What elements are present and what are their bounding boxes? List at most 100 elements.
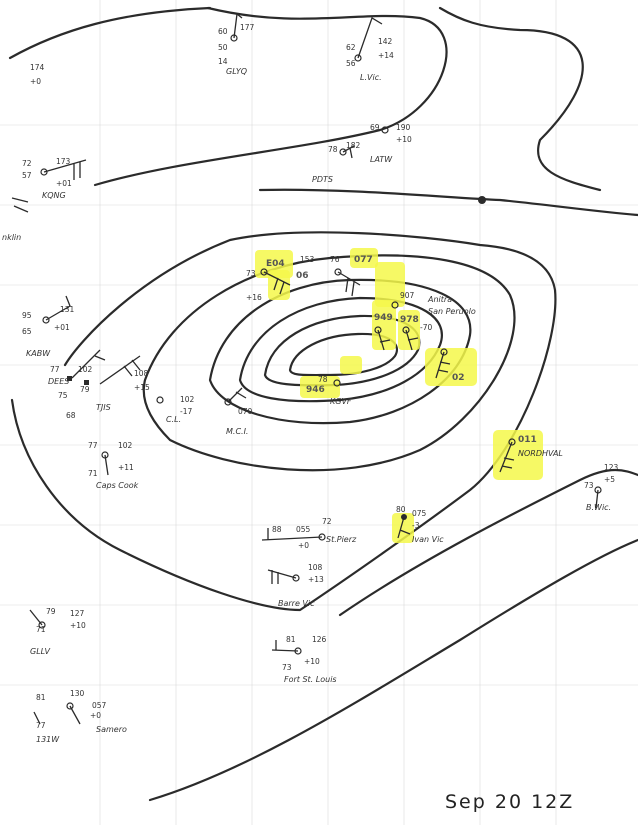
station-labels: 60 177 50 14 GLYQ 62 142 56 +14 L.Vic. 6… xyxy=(2,23,619,744)
stpierz-dew: 72 xyxy=(322,517,332,526)
station-circle-kgvf xyxy=(333,379,341,387)
isobar-bottom xyxy=(148,538,638,802)
capscook-name: Caps Cook xyxy=(96,481,139,490)
highlight-e04-tail xyxy=(268,270,290,300)
pdts-temp: 78 xyxy=(328,145,338,154)
highlight-077 xyxy=(350,248,378,268)
tjis-tend: +15 xyxy=(134,383,150,392)
station-circle-mcl xyxy=(224,398,232,406)
dees-temp: 77 xyxy=(50,365,60,374)
station-circle-latw xyxy=(381,126,389,134)
highlight-02 xyxy=(425,348,477,386)
stpierz-tend: +0 xyxy=(298,541,309,550)
samero-pressure: 130 xyxy=(70,689,85,698)
station-circle-anitra xyxy=(391,301,399,309)
isobar-dot xyxy=(478,196,486,204)
station-circle-949 xyxy=(374,326,382,334)
gllv-dew: 71 xyxy=(36,625,46,634)
ivanvic-temp: 80 xyxy=(396,505,406,514)
bvic-pressure: 108 xyxy=(308,563,323,572)
kabw-tend: +01 xyxy=(54,323,70,332)
glyq-name: GLYQ xyxy=(226,67,247,76)
capscook-dew: 71 xyxy=(88,469,98,478)
station-mark-dees xyxy=(67,376,72,381)
wind-barb-stpierz xyxy=(261,528,323,541)
wind-barb-bwic xyxy=(595,489,599,509)
bwic-name: B.Wic. xyxy=(586,503,611,512)
wind-barb-949 xyxy=(377,329,391,351)
station-circle-kqng xyxy=(40,168,48,176)
077-pressure: 153 xyxy=(300,255,315,264)
samero-dew: 77 xyxy=(36,721,46,730)
wind-barb-gllv xyxy=(29,609,43,626)
gllv-pressure: 127 xyxy=(70,609,85,618)
capscook-tend: +11 xyxy=(118,463,134,472)
cl-pressure: 102 xyxy=(180,395,195,404)
fortst-pressure: 126 xyxy=(312,635,327,644)
kqng-pressure: 173 xyxy=(56,157,71,166)
station-circle-gllv xyxy=(38,621,46,629)
wind-barb-glyq xyxy=(233,13,243,39)
ivanvic-name: Ivan Vic xyxy=(412,535,444,544)
luvic-temp: 62 xyxy=(346,43,356,52)
samero-name: Samero xyxy=(96,725,127,734)
isobar-northeast xyxy=(438,6,602,192)
mcl-name: M.C.I. xyxy=(226,427,248,436)
02-label: 02 xyxy=(452,373,465,383)
kabw-pressure: 131 xyxy=(60,305,75,314)
station-circle-978 xyxy=(402,326,410,334)
wind-barb-samero xyxy=(33,705,81,725)
wind-barb-dees xyxy=(71,349,106,379)
station-circle-luvic xyxy=(354,54,362,62)
highlight-ivan xyxy=(392,513,414,543)
isobar-line-east xyxy=(258,188,638,217)
dees-pressure: 102 xyxy=(78,365,93,374)
bvic-name: Barre Vic xyxy=(278,599,315,608)
glyq-pressure: 177 xyxy=(240,23,255,32)
bwic-dew: 73 xyxy=(584,481,594,490)
gllv-name: GLLV xyxy=(30,647,51,656)
cl-name: C.L. xyxy=(166,415,181,424)
kqng-tend: +01 xyxy=(56,179,72,188)
fortst-dew: 73 xyxy=(282,663,292,672)
kabw-dew: 65 xyxy=(22,327,32,336)
latw-pressure: 190 xyxy=(396,123,411,132)
station-circle-pdts xyxy=(339,148,347,156)
fortst-name: Fort St. Louis xyxy=(284,675,337,684)
077-label: 077 xyxy=(354,255,373,265)
wind-barb-west xyxy=(11,197,29,213)
tjis-name: TJIS xyxy=(96,403,111,412)
stpierz-pressure: 055 xyxy=(296,525,311,534)
nordhval-name: NORDHVAL xyxy=(518,449,563,458)
station-circle-kabw xyxy=(42,316,50,324)
bwic-pressure: 123 xyxy=(604,463,619,472)
highlight-949 xyxy=(372,300,396,350)
left-edge-label: nklin xyxy=(2,233,21,242)
luvic-pressure: 142 xyxy=(378,37,393,46)
dees-name: DEES xyxy=(48,377,69,386)
luvic-dew: 56 xyxy=(346,59,356,68)
station-circle-cl xyxy=(156,396,164,404)
stpierz-temp: 88 xyxy=(272,525,282,534)
mcl-pressure: 070 xyxy=(238,407,253,416)
isobar-north-loop xyxy=(93,6,448,187)
kqng-temp: 72 xyxy=(22,159,32,168)
station-circle-06 xyxy=(334,268,342,276)
isobar-outer-big xyxy=(10,231,557,612)
bvic-tend: +13 xyxy=(308,575,324,584)
wind-barb-kabw xyxy=(45,295,71,321)
wind-barb-kqng xyxy=(43,159,87,180)
wind-barb-pdts xyxy=(342,145,355,159)
fortst-tend: +10 xyxy=(304,657,320,666)
nordhval-label: 011 xyxy=(518,435,537,445)
nw-pressure: 174 xyxy=(30,63,45,72)
station-symbols xyxy=(11,13,602,725)
wind-barb-luvic xyxy=(357,17,383,59)
tjis-dew: 68 xyxy=(66,411,76,420)
946-label: 946 xyxy=(306,385,325,395)
wind-barb-capscook xyxy=(104,454,109,476)
kqng-dew: 57 xyxy=(22,171,32,180)
samero-temp: 81 xyxy=(36,693,46,702)
